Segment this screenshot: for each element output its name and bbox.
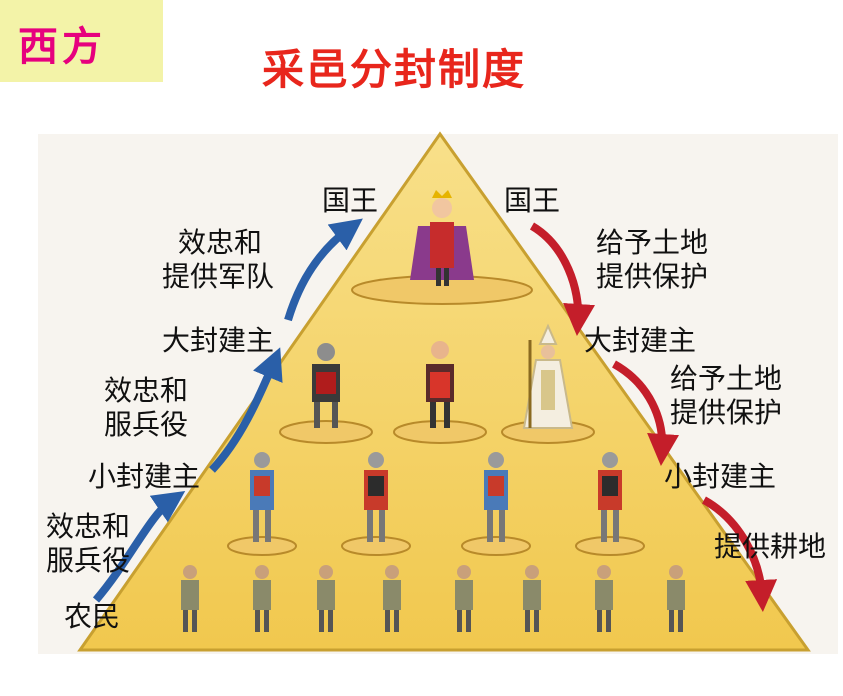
- peasant-icon: [595, 565, 613, 632]
- label-grant-1-line2: 提供保护: [596, 260, 709, 293]
- knight-platform-2: [341, 536, 411, 556]
- knight-icon: [484, 452, 508, 542]
- label-duty-3-line2: 服兵役: [46, 544, 131, 577]
- knight-platform-4: [575, 536, 645, 556]
- peasant-icon: [455, 565, 473, 632]
- grant-arrow-2: [611, 360, 680, 466]
- peasant-icon: [523, 565, 541, 632]
- armored-lord-icon: [312, 343, 340, 428]
- region-tag-text: 西方: [18, 23, 106, 70]
- knight-icon: [364, 452, 388, 542]
- knight-icon: [598, 452, 622, 542]
- label-peasant: 农民: [64, 600, 121, 633]
- peasant-icon: [253, 565, 271, 632]
- peasant-icon: [667, 565, 685, 632]
- peasant-icon: [181, 565, 199, 632]
- peasant-icon: [383, 565, 401, 632]
- peasant-row: [181, 565, 685, 632]
- label-grant-2-line2: 提供保护: [670, 396, 783, 429]
- region-tag: 西方: [0, 0, 163, 82]
- label-duty-3-line1: 效忠和: [46, 510, 131, 543]
- label-duty-1-line1: 效忠和: [178, 226, 263, 259]
- label-great-lord-left: 大封建主: [162, 324, 275, 357]
- grant-arrow-1: [529, 222, 596, 336]
- crowned-king-icon: [410, 190, 474, 286]
- label-king-right: 国王: [504, 184, 561, 217]
- bishop-icon: [522, 323, 574, 429]
- diagram-title: 采邑分封制度: [262, 45, 527, 94]
- knight-platform-1: [227, 536, 297, 556]
- label-duty-2-line2: 服兵役: [104, 408, 189, 441]
- loyalty-arrow-1: [92, 490, 186, 603]
- label-lesser-lord-right: 小封建主: [664, 460, 777, 493]
- knight-platform-3: [461, 536, 531, 556]
- loyalty-arrow-2: [209, 347, 283, 473]
- label-king-left: 国王: [322, 184, 379, 217]
- peasant-icon: [317, 565, 335, 632]
- label-grant-1-line1: 给予土地: [596, 226, 709, 259]
- knight-icon: [250, 452, 274, 542]
- lord-platform-2: [393, 420, 487, 444]
- label-duty-1-line2: 提供军队: [162, 260, 275, 293]
- loyalty-arrow-3: [284, 218, 363, 322]
- lord-platform-1: [279, 420, 373, 444]
- label-duty-2-line1: 效忠和: [104, 374, 189, 407]
- king-platform: [351, 275, 533, 305]
- grant-arrow-3: [701, 496, 778, 612]
- label-lesser-lord-left: 小封建主: [88, 460, 201, 493]
- label-grant-3: 提供耕地: [714, 530, 827, 563]
- label-grant-2-line1: 给予土地: [670, 362, 783, 395]
- label-great-lord-right: 大封建主: [584, 324, 697, 357]
- armored-lord-icon: [426, 341, 454, 428]
